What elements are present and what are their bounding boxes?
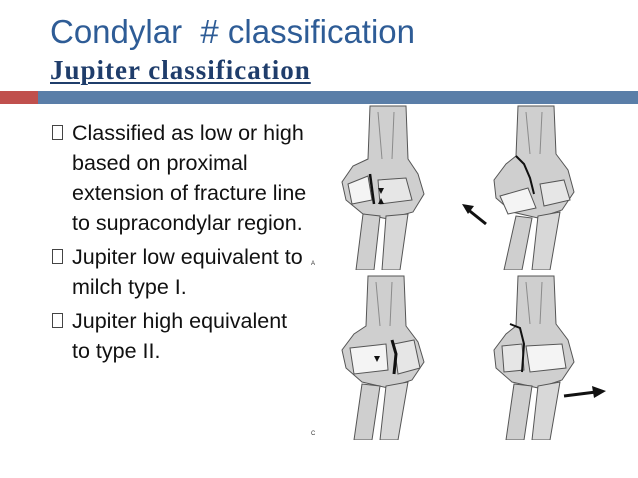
elbow-drawing-c [341, 275, 425, 440]
slide-subtitle: Jupiter classification [50, 55, 311, 85]
square-bullet-icon [52, 313, 63, 328]
bullet-text: Jupiter low equivalent to milch type I. [72, 245, 303, 299]
bullet-item: Classified as low or high based on proxi… [50, 118, 310, 238]
elbow-drawing-b [462, 105, 575, 270]
panel-c: C [308, 274, 458, 440]
bullet-item: Jupiter low equivalent to milch type I. [50, 242, 310, 302]
panel-b: B [460, 104, 610, 270]
panel-d: D [460, 274, 610, 440]
bullet-list: Classified as low or high based on proxi… [50, 118, 310, 370]
accent-bar-blue [38, 91, 638, 104]
elbow-drawing-a [341, 105, 425, 270]
panel-a: A [308, 104, 458, 270]
accent-bar-red [0, 91, 38, 104]
slide-title: Condylar # classification [50, 13, 415, 50]
bullet-text: Classified as low or high based on proxi… [72, 121, 307, 235]
square-bullet-icon [52, 125, 63, 140]
panel-label-c: C [311, 431, 316, 437]
square-bullet-icon [52, 249, 63, 264]
panel-label-a: A [311, 261, 316, 267]
elbow-fracture-illustration: A B [308, 104, 610, 440]
elbow-drawing-d [493, 275, 606, 440]
bullet-text: Jupiter high equivalent to type II. [72, 309, 288, 363]
bullet-item: Jupiter high equivalent to type II. [50, 306, 310, 366]
